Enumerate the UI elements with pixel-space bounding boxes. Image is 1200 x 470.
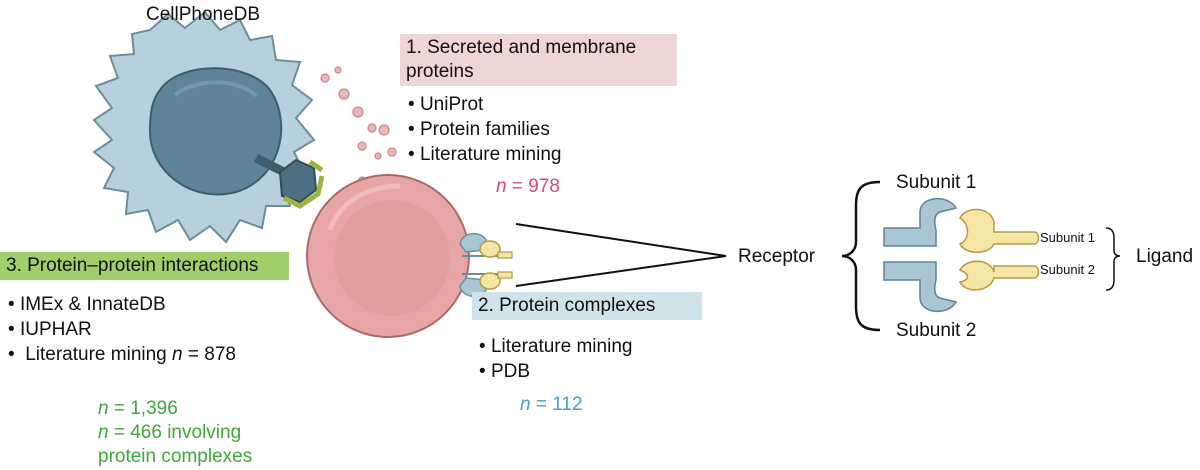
receiving-cell (306, 174, 470, 338)
ligand-label: Ligand (1136, 246, 1194, 267)
receptor-subunit-1-shape (883, 198, 958, 247)
section1-heading: 1. Secreted and membrane proteins (400, 34, 677, 86)
section2-bullet: PDB (479, 359, 632, 384)
zoom-line-bottom (515, 255, 727, 287)
n-symbol: n (496, 176, 507, 197)
totals-line: n = 1,396 (98, 397, 252, 421)
section3-bullet-count: = 878 (187, 344, 236, 365)
ligand-subunit-1-shape (958, 208, 1040, 253)
section3-bullet-text: Literature mining (25, 344, 167, 365)
section3-bullets: IMEx & InnateDB IUPHAR Literature mining… (8, 292, 236, 367)
cell-nucleus (148, 67, 283, 196)
section1-count-value: = 978 (511, 176, 560, 197)
section3-heading: 3. Protein–protein interactions (0, 252, 289, 280)
totals-line: n = 466 involving (98, 421, 252, 445)
ligand-subunit-1-label: Subunit 1 (1040, 230, 1095, 245)
receptor-subunit-2-label: Subunit 2 (896, 320, 977, 341)
n-symbol: n (520, 394, 531, 415)
app-title: CellPhoneDB (146, 4, 261, 25)
secreted-proteins (320, 66, 397, 192)
totals-line-text: = 1,396 (113, 398, 178, 419)
totals-line-text: protein complexes (98, 446, 253, 467)
section2-bullets: Literature mining PDB (479, 334, 633, 384)
section1-bullet: Literature mining (408, 142, 562, 167)
totals-line: protein complexes (98, 445, 252, 469)
section3-bullet: Literature mining n = 878 (8, 342, 236, 367)
receptor-label: Receptor (738, 246, 816, 267)
n-symbol: n (172, 344, 183, 365)
cell-surface-complex (459, 232, 513, 298)
n-symbol: n (98, 398, 109, 419)
secreting-cell (92, 10, 316, 244)
section2-count-value: = 112 (535, 394, 583, 415)
section2-heading: 2. Protein complexes (472, 292, 702, 320)
section3-totals: n = 1,396 n = 466 involving protein comp… (98, 397, 252, 469)
section1-count: n = 978 (496, 174, 560, 199)
section1-bullet: UniProt (408, 92, 561, 117)
ligand-subunit-2-label: Subunit 2 (1040, 262, 1095, 277)
section2-count: n = 112 (520, 392, 583, 417)
section1-bullets: UniProt Protein families Literature mini… (408, 92, 562, 167)
zoom-line-top (515, 223, 727, 257)
membrane-receptor (253, 153, 325, 209)
receptor-subunit-2-shape (883, 261, 958, 312)
ligand-brace (1105, 227, 1121, 291)
receptor-brace (841, 180, 881, 332)
ligand-subunit-2-shape (958, 260, 1040, 291)
section2-bullet: Literature mining (479, 334, 633, 359)
section3-bullet: IUPHAR (8, 317, 236, 342)
receptor-subunit-1-label: Subunit 1 (896, 172, 977, 193)
complex-schematic (841, 180, 1121, 332)
n-symbol: n (98, 422, 109, 443)
section3-bullet: IMEx & InnateDB (8, 292, 236, 317)
totals-line-text: = 466 involving (113, 422, 242, 443)
section1-bullet: Protein families (408, 117, 561, 142)
